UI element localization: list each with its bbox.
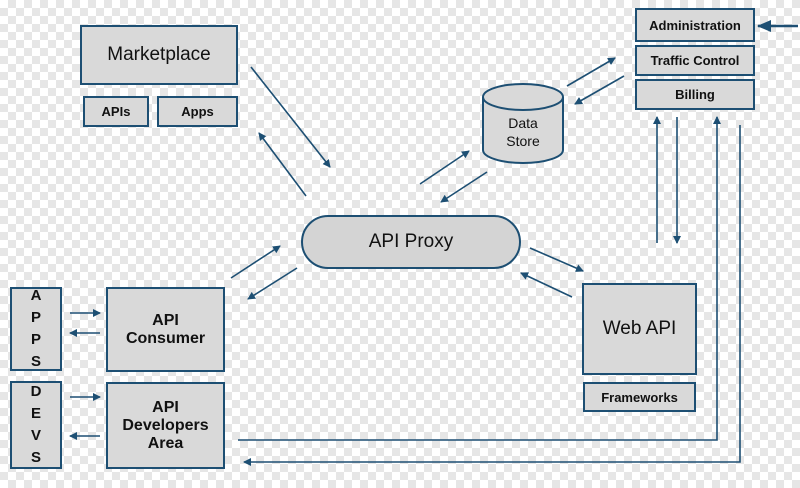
web-api-box: Web API: [582, 283, 697, 375]
marketplace-label: Marketplace: [107, 44, 211, 65]
arrow-datastore-to-proxy: [440, 171, 488, 203]
arrow-proxy-to-marketplace: [258, 132, 307, 197]
apis-label: APIs: [101, 104, 131, 119]
devs-letter: E: [30, 405, 41, 422]
devs-letter: D: [30, 383, 42, 400]
api-developers-area-box: API Developers Area: [106, 382, 225, 469]
api-proxy-node: API Proxy: [301, 215, 521, 269]
arrow-datastore-to-admin: [566, 57, 616, 87]
marketplace-box: Marketplace: [80, 25, 238, 85]
arrow-proxy-to-datastore: [419, 150, 470, 185]
devs-vertical-box: D E V S: [10, 381, 62, 469]
apis-box: APIs: [83, 96, 149, 127]
apps-label: Apps: [181, 104, 214, 119]
arrow-marketplace-to-proxy: [250, 66, 331, 168]
apps-letter: P: [30, 331, 41, 348]
traffic-control-box: Traffic Control: [635, 45, 755, 76]
arrow-webapi-to-proxy: [520, 272, 573, 298]
arrow-admin-to-datastore: [574, 75, 625, 105]
arrow-proxy-to-webapi: [529, 247, 584, 272]
arrow-proxy-to-consumer: [247, 267, 298, 300]
arrow-consumer-to-proxy: [230, 245, 281, 279]
arrow-devarea-to-admin: [238, 116, 721, 441]
apps-letter: P: [30, 309, 41, 326]
administration-box: Administration: [635, 8, 755, 42]
apps-letter: S: [30, 353, 41, 370]
web-api-label: Web API: [602, 318, 677, 339]
api-consumer-box: API Consumer: [106, 287, 225, 372]
frameworks-label: Frameworks: [601, 389, 678, 405]
api-consumer-label: API Consumer: [125, 311, 206, 347]
data-store-label: Data Store: [506, 115, 540, 149]
api-proxy-label: API Proxy: [368, 231, 454, 252]
frameworks-box: Frameworks: [583, 382, 696, 412]
apps-vertical-box: A P P S: [10, 287, 62, 371]
apps-letter: A: [30, 287, 42, 304]
data-store-cylinder: [482, 83, 564, 164]
apps-box: Apps: [157, 96, 238, 127]
devs-letter: V: [30, 427, 41, 444]
api-developers-area-label: API Developers Area: [122, 398, 209, 452]
billing-label: Billing: [675, 87, 715, 102]
arrow-admin-to-devarea: [243, 125, 741, 466]
devs-letter: S: [30, 449, 41, 466]
administration-label: Administration: [649, 17, 741, 33]
billing-box: Billing: [635, 79, 755, 110]
traffic-control-label: Traffic Control: [650, 53, 740, 68]
